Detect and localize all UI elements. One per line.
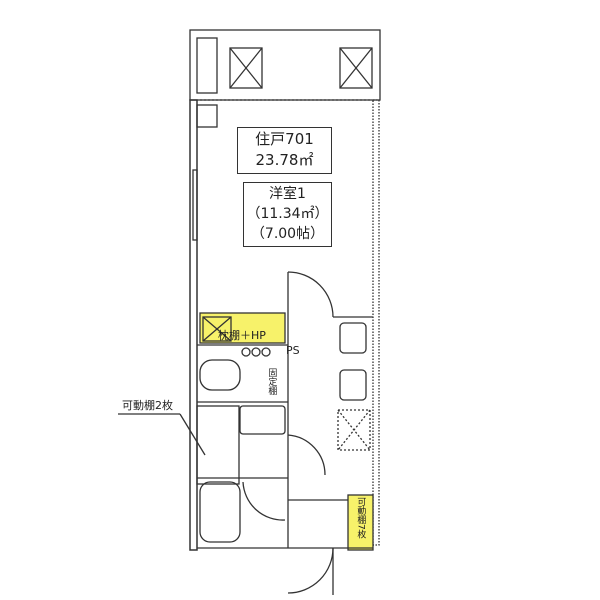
room-label: 洋室1 （11.34㎡） （7.00帖）	[243, 182, 332, 247]
room-area: （11.34㎡）	[246, 206, 329, 222]
window	[192, 169, 198, 241]
column	[196, 104, 218, 128]
right-wall	[372, 99, 380, 546]
fixed-shelf-label: 固定棚	[266, 368, 277, 395]
outdoor-unit	[196, 37, 218, 94]
unit-area: 23.78㎡	[255, 151, 314, 169]
ps-label: PS	[286, 344, 300, 357]
room-name: 洋室1	[269, 186, 306, 202]
closet-highlight	[199, 312, 286, 344]
unit-name: 住戸701	[255, 130, 314, 148]
movable-shelf-2-label: 可動棚2枚	[122, 399, 173, 412]
balcony	[189, 29, 381, 101]
movable-shelf-7-label: 可動棚7枚	[355, 497, 366, 539]
unit-label: 住戸701 23.78㎡	[237, 127, 332, 174]
closet-label: 枕棚＋HP	[218, 329, 266, 342]
room-tatami: （7.00帖）	[250, 226, 325, 242]
left-wall	[189, 99, 198, 551]
drain-icon	[229, 47, 373, 89]
